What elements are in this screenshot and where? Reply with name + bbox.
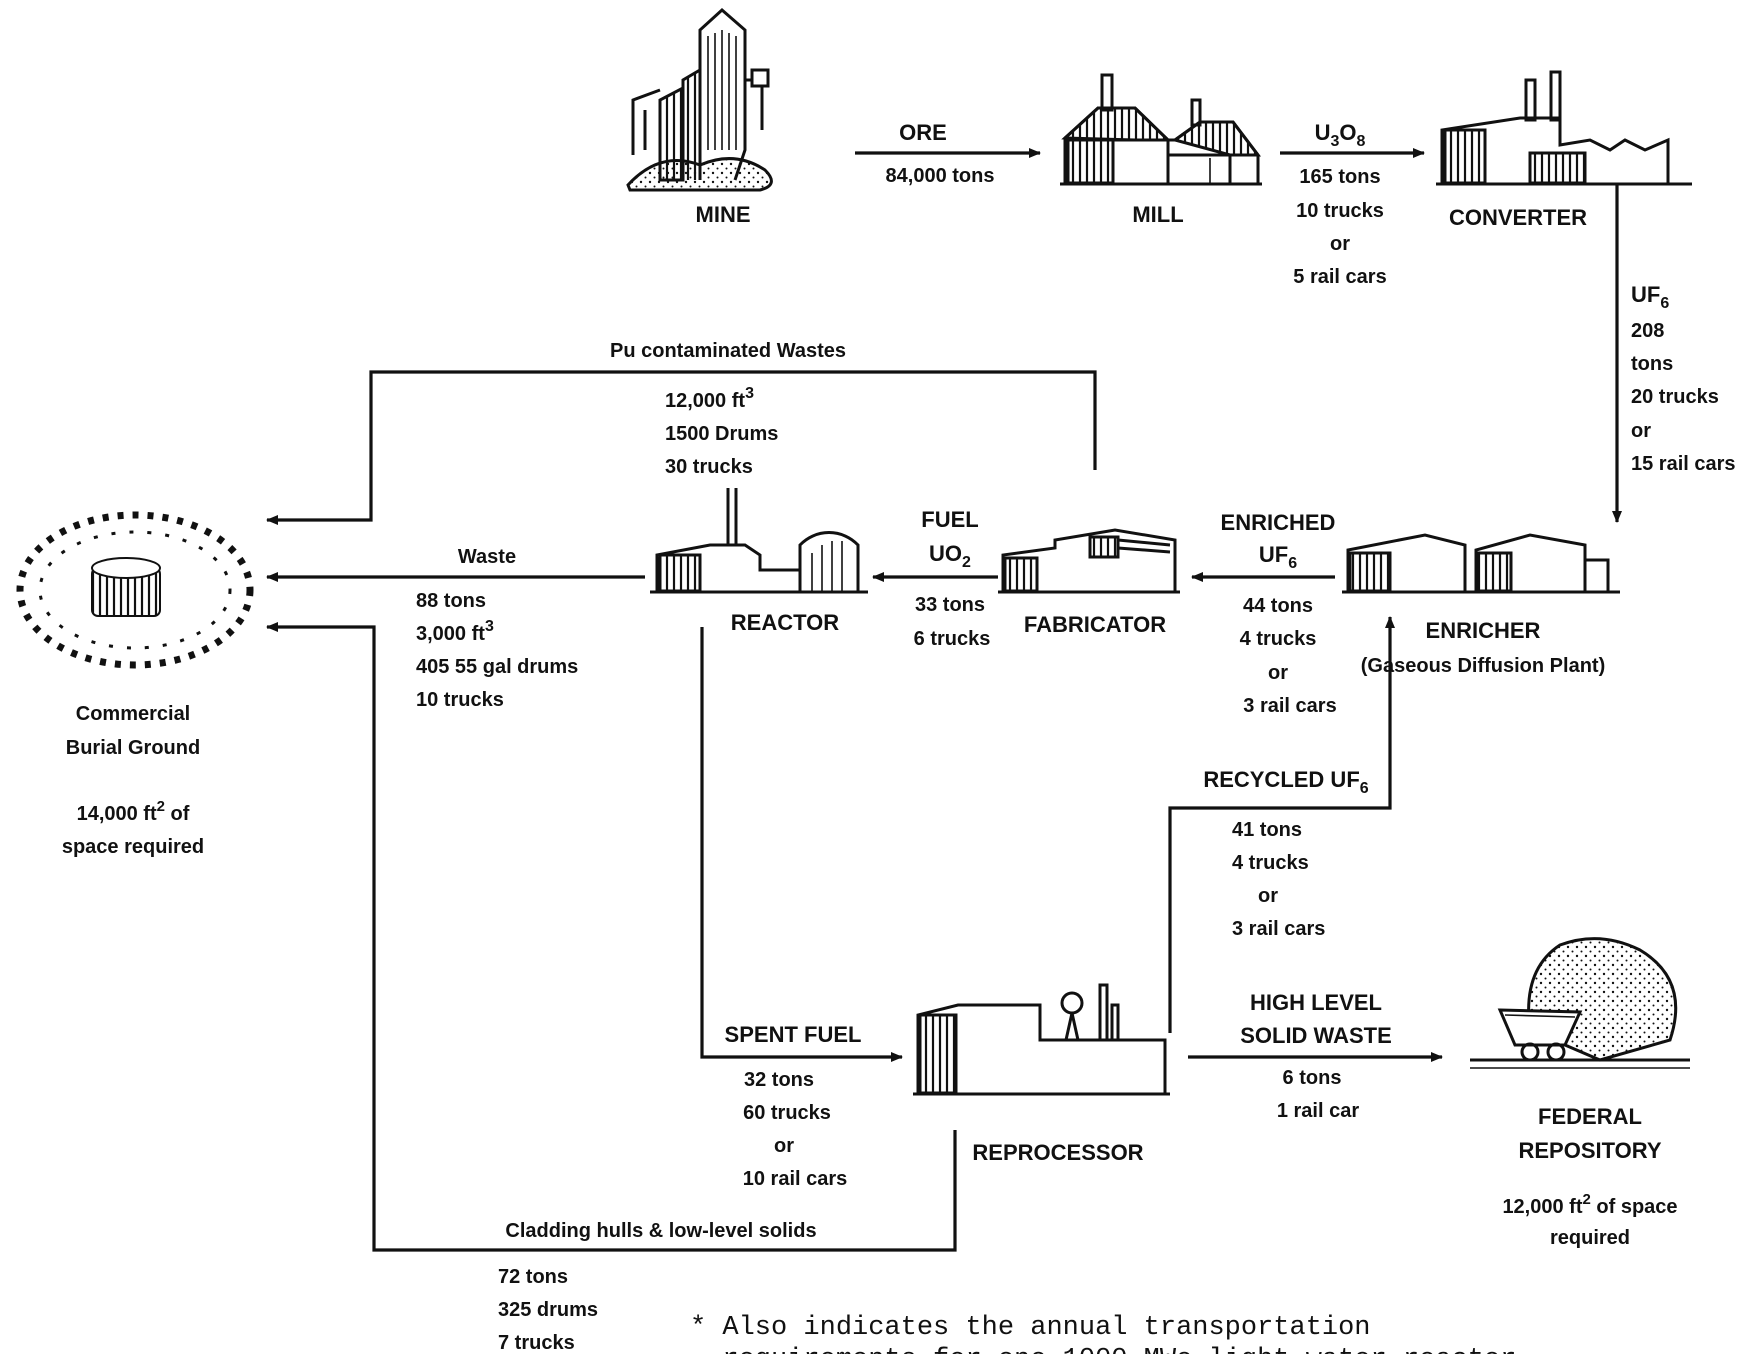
footnote-line1: * Also indicates the annual transportati…: [690, 1313, 1371, 1343]
repository-space-line2: required: [1550, 1227, 1630, 1249]
pu-waste-label: Pu contaminated Wastes: [610, 340, 846, 362]
cladding-label: Cladding hulls & low-level solids: [505, 1220, 816, 1242]
recycled-uf6-label: RECYCLED UF6: [1203, 767, 1368, 797]
reprocessor-label: REPROCESSOR: [972, 1140, 1143, 1165]
enriched-line: 4 trucks: [1240, 628, 1317, 650]
u3o8-line: 5 rail cars: [1293, 266, 1386, 288]
enriched-uf6-label: UF6: [1259, 542, 1297, 572]
hlw-label-line2: SOLID WASTE: [1240, 1023, 1392, 1048]
recycled-line: 3 rail cars: [1232, 918, 1325, 940]
spent-fuel-label: SPENT FUEL: [725, 1022, 862, 1047]
reprocessor-icon: [913, 985, 1170, 1094]
spent-fuel-line: 10 rail cars: [743, 1168, 848, 1190]
cladding-line: 325 drums: [498, 1299, 598, 1321]
enriched-label: ENRICHED: [1221, 510, 1336, 535]
fabricator-label: FABRICATOR: [1024, 612, 1166, 637]
fuel-line: 6 trucks: [914, 628, 991, 650]
pu-waste-volume: 12,000 ft3: [665, 385, 754, 412]
hlw-line: 6 tons: [1283, 1067, 1342, 1089]
reactor-label: REACTOR: [731, 610, 839, 635]
pu-waste-line: 1500 Drums: [665, 423, 778, 445]
hlw-line: 1 rail car: [1277, 1100, 1360, 1122]
uf6-line: or: [1631, 420, 1651, 442]
repository-icon: [1470, 939, 1690, 1068]
enricher-icon: [1342, 535, 1620, 592]
u3o8-label: U3O8: [1315, 120, 1366, 150]
recycled-line: 41 tons: [1232, 819, 1302, 841]
uf6-label: UF6: [1631, 282, 1669, 312]
uf6-line: 20 trucks: [1631, 386, 1719, 408]
hlw-label-line1: HIGH LEVEL: [1250, 990, 1382, 1015]
enriched-line: 3 rail cars: [1243, 695, 1336, 717]
spent-fuel-line: or: [774, 1135, 794, 1157]
uf6-line: tons: [1631, 353, 1673, 375]
enricher-sublabel: (Gaseous Diffusion Plant): [1361, 655, 1605, 677]
u3o8-line: 165 tons: [1299, 166, 1380, 188]
uo2-label: UO2: [929, 541, 971, 571]
converter-icon: [1436, 72, 1692, 184]
cladding-line: 72 tons: [498, 1266, 568, 1288]
fabricator-icon: [998, 530, 1180, 592]
mill-icon: [1060, 75, 1262, 184]
burial-ground-icon: [20, 515, 250, 665]
burial-label-line2: Burial Ground: [66, 737, 200, 759]
cladding-arrow: [267, 627, 955, 1250]
mine-label: MINE: [696, 202, 751, 227]
repository-space: 12,000 ft2 of space: [1502, 1191, 1677, 1218]
spent-fuel-line: 60 trucks: [743, 1102, 831, 1124]
uf6-line: 208: [1631, 320, 1664, 342]
u3o8-line: or: [1330, 233, 1350, 255]
pu-waste-line: 30 trucks: [665, 456, 753, 478]
ore-amount: 84,000 tons: [886, 165, 995, 187]
burial-space: 14,000 ft2 of: [77, 798, 190, 825]
converter-label: CONVERTER: [1449, 205, 1587, 230]
mine-icon: [628, 10, 771, 190]
reactor-waste-label: Waste: [458, 546, 516, 568]
recycled-line: or: [1258, 885, 1278, 907]
fuel-line: 33 tons: [915, 594, 985, 616]
reactor-waste-line: 405 55 gal drums: [416, 656, 578, 678]
reactor-icon: [650, 488, 868, 592]
uf6-line: 15 rail cars: [1631, 453, 1736, 475]
spent-fuel-arrow: [702, 627, 902, 1057]
reactor-waste-line: 88 tons: [416, 590, 486, 612]
fuel-label: FUEL: [921, 507, 978, 532]
enriched-line: 44 tons: [1243, 595, 1313, 617]
burial-label-line1: Commercial: [76, 703, 191, 725]
repository-label-line2: REPOSITORY: [1518, 1138, 1661, 1163]
enricher-label: ENRICHER: [1426, 618, 1541, 643]
footnote-line2: requirements for one 1000 MWe light wate…: [690, 1345, 1516, 1354]
enriched-line: or: [1268, 662, 1288, 684]
recycled-line: 4 trucks: [1232, 852, 1309, 874]
repository-label-line1: FEDERAL: [1538, 1104, 1642, 1129]
u3o8-line: 10 trucks: [1296, 200, 1384, 222]
cladding-line: 7 trucks: [498, 1332, 575, 1354]
reactor-waste-line: 10 trucks: [416, 689, 504, 711]
reactor-waste-volume: 3,000 ft3: [416, 618, 494, 645]
burial-space-line2: space required: [62, 836, 204, 858]
mill-label: MILL: [1132, 202, 1183, 227]
ore-label: ORE: [899, 120, 947, 145]
spent-fuel-line: 32 tons: [744, 1069, 814, 1091]
